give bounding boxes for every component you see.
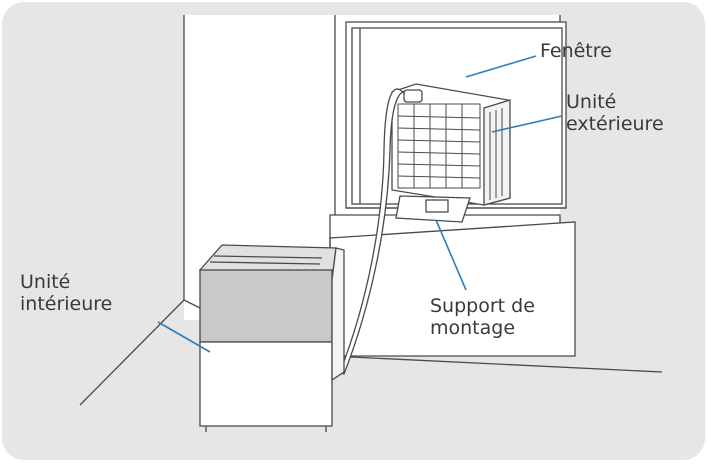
leader-window (465, 55, 537, 78)
label-mounting-bracket-line1: Support de (430, 295, 535, 317)
leader-outdoor (491, 115, 563, 133)
label-outdoor-unit-line1: Unité (566, 91, 617, 113)
label-window: Fenêtre (540, 40, 612, 62)
label-mounting-bracket-line2: montage (430, 317, 516, 339)
hose-connector (403, 89, 423, 103)
leader-indoor (157, 321, 211, 353)
outdoor-unit (391, 83, 511, 206)
leader-mount (435, 219, 467, 291)
outdoor-unit-grille (397, 103, 503, 200)
label-indoor-unit-line1: Unité (20, 271, 71, 293)
label-outdoor-unit: Unité extérieure (566, 91, 664, 135)
indoor-unit (198, 244, 345, 432)
label-indoor-unit-line2: intérieure (20, 293, 113, 315)
label-mounting-bracket: Support de montage (430, 295, 535, 339)
leader-lines (157, 55, 563, 353)
label-outdoor-unit-line2: extérieure (566, 113, 664, 135)
mounting-bracket (395, 195, 471, 223)
wall-pillar (184, 15, 330, 320)
label-indoor-unit: Unité intérieure (20, 271, 112, 315)
